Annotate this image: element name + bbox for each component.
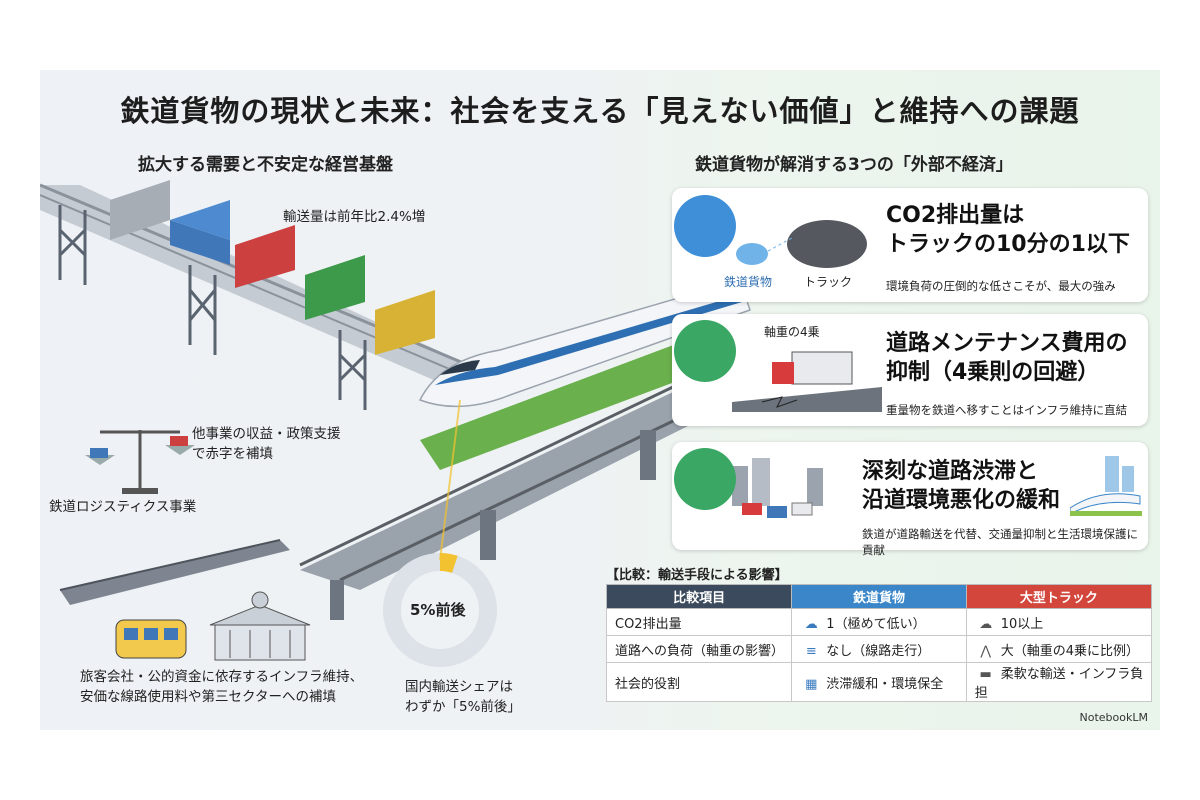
- share-donut-chart: [383, 399, 497, 667]
- infographic: 鉄道貨物の現状と未来：社会を支える「見えない価値」と維持への課題 拡大する需要と…: [40, 70, 1160, 730]
- train-city-icon: [1070, 456, 1142, 516]
- card-co2-truck-label: トラック: [804, 275, 853, 289]
- container-train-illustration: [110, 180, 435, 355]
- volume-growth-label: 輸送量は前年比2.4%増: [283, 209, 426, 225]
- comparison-header-item: 比較項目: [605, 584, 793, 609]
- card-co2: CO2排出量は トラックの10分の1以下 環境負荷の圧倒的な低さこそが、最大の強…: [672, 188, 1148, 302]
- cloud-icon: ☁: [804, 616, 818, 632]
- government-building-icon: [209, 591, 311, 661]
- card-road-desc: 重量物を鉄道へ移すことはインフラ維持に直結: [886, 403, 1128, 417]
- city-icon: ▦: [805, 676, 818, 692]
- truck-road-icon: [732, 351, 882, 412]
- cloud-icon: [674, 195, 736, 257]
- comparison-title: 【比較：輸送手段による影響】: [606, 568, 788, 583]
- logistics-label: 鉄道ロジスティクス事業: [49, 499, 197, 515]
- card-road-axle-label: 軸重の4乗: [764, 325, 820, 339]
- card-co2-heading: CO2排出量は トラックの10分の1以下: [886, 203, 1130, 257]
- road-icon: [674, 320, 736, 382]
- card-co2-rail-label: 鉄道貨物: [724, 275, 773, 289]
- comparison-header-rail: 鉄道貨物: [791, 584, 967, 609]
- balance-scale-icon: [85, 430, 195, 494]
- share-caption: 国内輸送シェアは わずか「5%前後」: [405, 679, 521, 715]
- card-road-maintenance: 道路メンテナンス費用の 抑制（4乗則の回避） 重量物を鉄道へ移すことはインフラ維…: [672, 314, 1148, 426]
- card-congestion-desc: 鉄道が道路輸送を代替、交通量抑制と生活環境保護に貢献: [862, 527, 1138, 557]
- truck-icon: ▬: [979, 667, 992, 682]
- table-row: 道路への負荷（軸重の影響） ≡なし（線路走行） ⋀大（軸重の4乗に比例）: [605, 635, 1153, 663]
- left-section-heading: 拡大する需要と不安定な経営基盤: [138, 155, 393, 175]
- share-center-label: 5%前後: [410, 601, 466, 619]
- watermark: NotebookLM: [1079, 711, 1148, 724]
- illustration-scene: [40, 180, 800, 667]
- right-section-heading: 鉄道貨物が解消する3つの「外部不経済」: [695, 155, 1013, 175]
- dependency-label: 旅客会社・公的資金に依存するインフラ維持、 安価な線路使用料や第三セクターへの補…: [80, 669, 364, 705]
- page-title: 鉄道貨物の現状と未来：社会を支える「見えない価値」と維持への課題: [120, 94, 1080, 128]
- subsidy-label: 他事業の収益・政策支援 で赤字を補填: [192, 426, 341, 462]
- table-row: CO2排出量 ☁1（極めて低い） ☁10以上: [605, 608, 1153, 636]
- cloud-comparison-icon: [736, 220, 867, 268]
- road-icon: ⋀: [980, 643, 992, 659]
- comparison-header-truck: 大型トラック: [965, 584, 1153, 609]
- comparison-table: 比較項目 鉄道貨物 大型トラック CO2排出量 ☁1（極めて低い） ☁10以上 …: [605, 584, 1153, 702]
- card-road-heading: 道路メンテナンス費用の 抑制（4乗則の回避）: [886, 331, 1128, 385]
- traffic-jam-icon: [732, 458, 823, 518]
- card-congestion-heading: 深刻な道路渋滞と 沿道環境悪化の緩和: [862, 459, 1061, 513]
- dark-cloud-icon: ☁: [979, 616, 993, 632]
- card-co2-desc: 環境負荷の圧倒的な低さこそが、最大の強み: [886, 279, 1116, 293]
- city-road-icon: [674, 448, 736, 510]
- table-row: 社会的役割 ▦渋滞緩和・環境保全 ▬柔軟な輸送・インフラ負担: [605, 662, 1153, 702]
- commuter-train-icon: [115, 619, 187, 659]
- rail-track-icon: ≡: [805, 643, 817, 659]
- card-congestion: 深刻な道路渋滞と 沿道環境悪化の緩和 鉄道が道路輸送を代替、交通量抑制と生活環境…: [672, 442, 1148, 557]
